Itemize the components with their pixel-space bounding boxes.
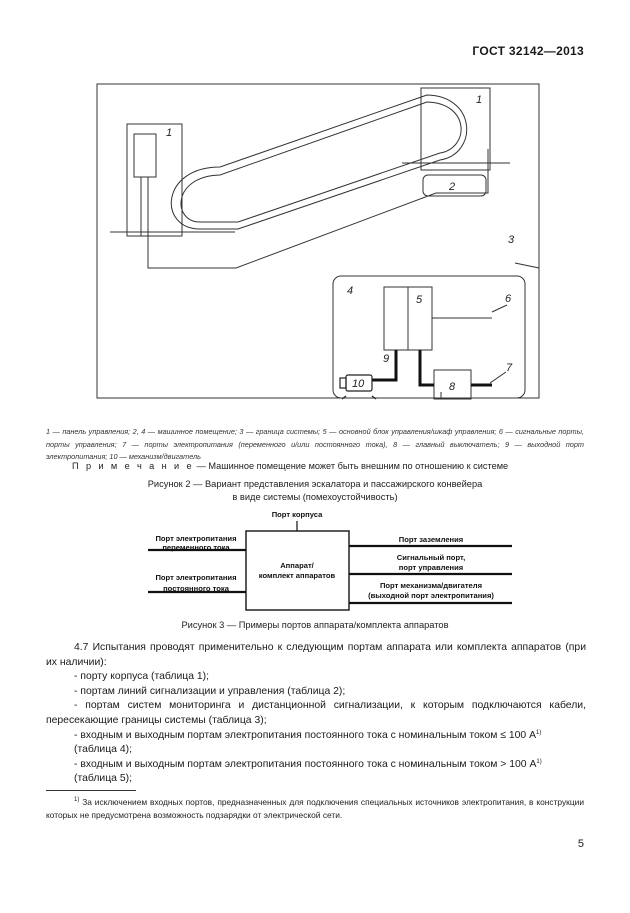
- machine-room-4: [332, 275, 526, 399]
- list-item-text: - входным и выходным портам электропитан…: [74, 729, 537, 741]
- apparatus-label-2: комплект аппаратов: [259, 571, 336, 580]
- label-4: 4: [347, 285, 353, 297]
- label-7: 7: [506, 362, 513, 374]
- caption-line: Рисунок 2 — Вариант представления эскала…: [147, 479, 483, 489]
- list-item: - портам линий сигнализации и управления…: [74, 685, 346, 697]
- motor-port-label-2: (выходной порт электропитания): [368, 591, 494, 600]
- enclosure-port-label: Порт корпуса: [272, 510, 323, 519]
- escalator-inner: [180, 101, 462, 223]
- figure-2-diagram: 1 1 2 3 4 5 6 7 8 9 10: [96, 83, 540, 400]
- apparatus-label-1: Аппарат/: [280, 561, 314, 570]
- footnote-divider: [46, 790, 136, 791]
- label-2: 2: [448, 181, 455, 193]
- section-intro: 4.7 Испытания проводят применительно к с…: [46, 642, 586, 668]
- label-8: 8: [449, 381, 456, 393]
- earth-port-label: Порт заземления: [399, 535, 464, 544]
- figure-3-diagram: Порт корпуса Порт электропитания перемен…: [148, 510, 512, 611]
- figure-2-note: П р и м е ч а н и е — Машинное помещение…: [72, 461, 508, 471]
- control-unit-left: [133, 133, 157, 178]
- figure-2-caption: Рисунок 2 — Вариант представления эскала…: [100, 478, 530, 503]
- list-item: - портам систем мониторинга и дистанцион…: [46, 700, 586, 726]
- footnote-ref: 1): [536, 758, 542, 765]
- note-label: П р и м е ч а н и е: [72, 461, 195, 471]
- system-boundary: [96, 83, 540, 399]
- signal-port-label-2: порт управления: [399, 563, 463, 572]
- label-6: 6: [505, 293, 512, 305]
- dc-port-label-1: Порт электропитания: [155, 573, 236, 582]
- label-5: 5: [416, 294, 423, 306]
- signal-wire: [147, 149, 489, 269]
- page-number: 5: [577, 838, 584, 850]
- label-1-right: 1: [476, 94, 482, 106]
- figure-2-legend: 1 — панель управления; 2, 4 — машинное п…: [46, 427, 584, 461]
- label-3: 3: [508, 234, 515, 246]
- label-10: 10: [352, 378, 365, 390]
- list-item-text: - входным и выходным портам электропитан…: [74, 758, 537, 770]
- output-power-port: [372, 350, 398, 382]
- footnote: 1) За исключением входных портов, предна…: [46, 796, 584, 821]
- footnote-ref: 1): [536, 729, 542, 736]
- document-header: ГОСТ 32142—2013: [472, 44, 584, 58]
- note-text: — Машинное помещение может быть внешним …: [194, 461, 509, 471]
- motor-icon: [339, 374, 377, 400]
- label-1-left: 1: [166, 127, 172, 139]
- footnote-text: За исключением входных портов, предназна…: [46, 797, 584, 820]
- figure-3-caption: Рисунок 3 — Примеры портов аппарата/комп…: [181, 620, 449, 630]
- signal-port-label-1: Сигнальный порт,: [397, 553, 466, 562]
- list-item: - входным и выходным портам электропитан…: [46, 758, 586, 773]
- control-panel-right: [420, 87, 491, 171]
- section-4-7: 4.7 Испытания проводят применительно к с…: [46, 641, 586, 787]
- ac-port-label-1: Порт электропитания: [155, 534, 236, 543]
- list-item-tail: (таблица 4);: [74, 744, 132, 756]
- list-item: - входным и выходным портам электропитан…: [46, 729, 586, 744]
- escalator-outer: [170, 94, 468, 230]
- label-9: 9: [383, 353, 389, 365]
- list-item: - порту корпуса (таблица 1);: [74, 671, 210, 683]
- ac-port-label-2: переменного тока: [162, 543, 230, 552]
- mains-feed: [418, 350, 434, 387]
- motor-port-label-1: Порт механизма/двигателя: [380, 581, 482, 590]
- machine-room-2: [422, 174, 487, 197]
- caption-line: в виде системы (помехоустойчивость): [232, 491, 398, 502]
- list-item-tail: (таблица 5);: [74, 773, 132, 785]
- footnote-marker: 1): [74, 797, 80, 803]
- dc-port-label-2: постоянного тока: [163, 584, 230, 593]
